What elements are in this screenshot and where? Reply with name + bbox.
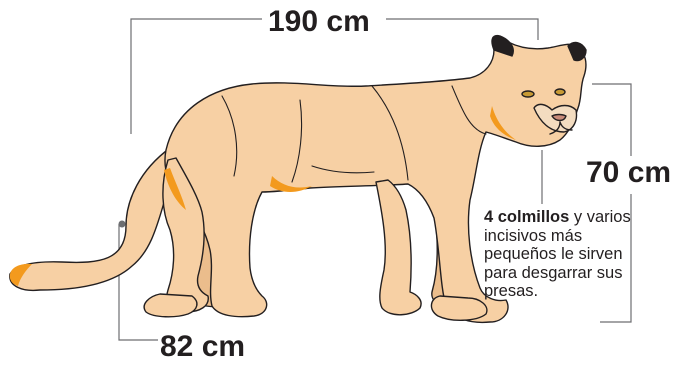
height-measurement-label: 70 cm — [586, 158, 671, 188]
teeth-caption: 4 colmillos y varios incisivos más peque… — [484, 208, 634, 301]
height-guide-line — [592, 84, 631, 156]
puma-far-fore-paw — [431, 296, 486, 320]
length-guide-line-right — [386, 19, 538, 40]
tail-measurement-label: 82 cm — [160, 332, 245, 362]
length-measurement-label: 190 cm — [268, 7, 370, 37]
puma-tail — [10, 148, 180, 290]
tail-marker-dot — [119, 221, 126, 228]
puma-eye-left — [522, 91, 534, 97]
puma-eye-right — [555, 89, 565, 95]
puma-near-fore-leg — [376, 180, 421, 315]
puma-near-hind-paw — [144, 294, 197, 317]
caption-bold-text: 4 colmillos — [484, 208, 569, 226]
